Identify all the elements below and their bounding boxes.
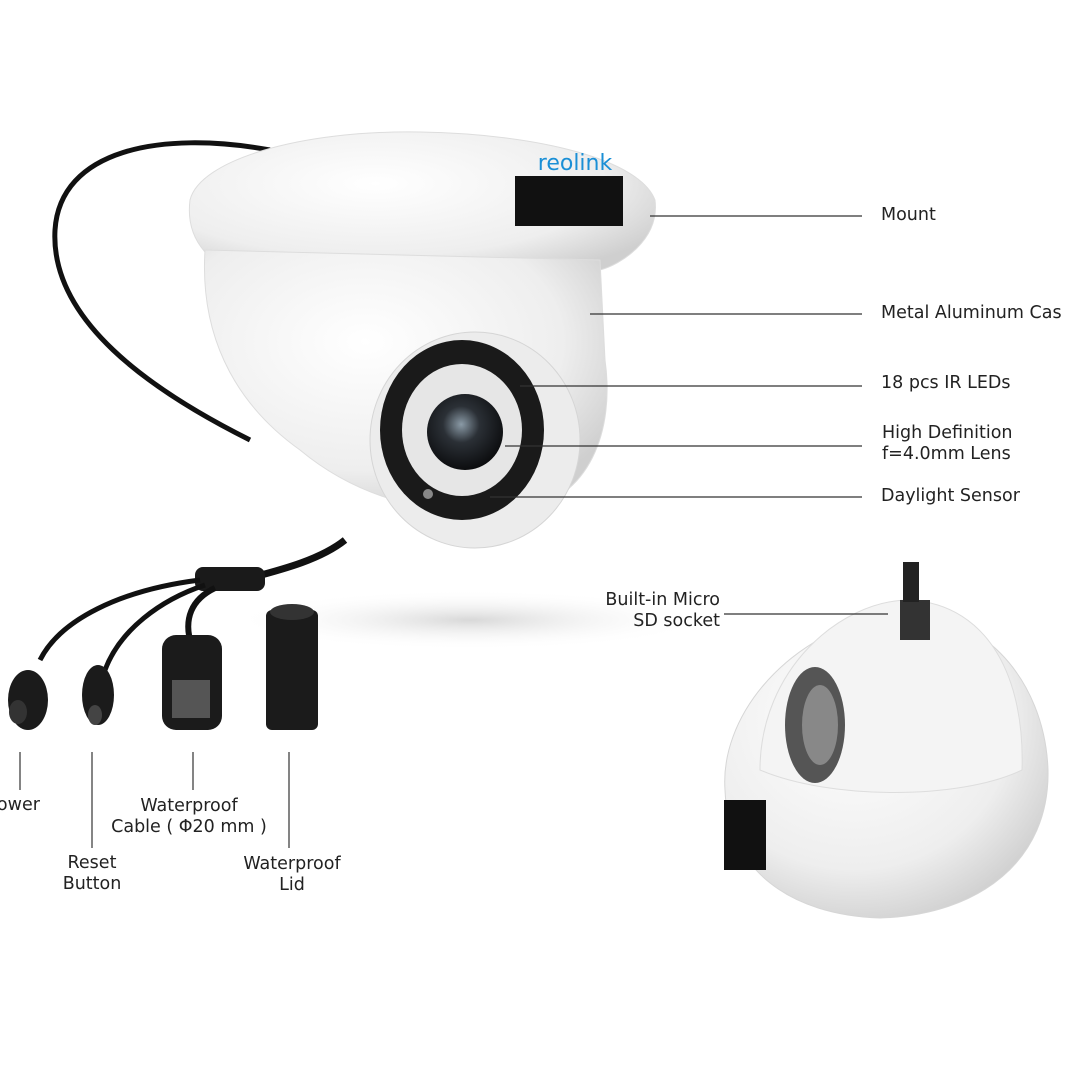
reset-button-connector <box>82 665 114 725</box>
label-sd-line2: SD socket <box>633 611 720 631</box>
leader-lines <box>19 215 888 848</box>
label-cable-line1: Waterproof <box>140 796 238 816</box>
label-casing: Metal Aluminum Cas <box>881 303 1062 323</box>
label-reset-button: Reset Button <box>42 853 142 895</box>
network-connector <box>162 635 222 730</box>
label-reset-line2: Button <box>62 874 122 894</box>
label-lens: High Definition f=4.0mm Lens <box>882 423 1013 465</box>
power-connector <box>8 670 48 730</box>
waterproof-lid <box>266 604 318 730</box>
label-lid-line2: Lid <box>279 875 305 895</box>
label-power: Power <box>0 795 40 815</box>
label-waterproof-cable: Waterproof Cable ( Φ20 mm ) <box>89 796 289 838</box>
bracket <box>724 800 766 870</box>
secondary-camera <box>724 562 1049 919</box>
label-lens-line2: f=4.0mm Lens <box>882 444 1011 464</box>
label-waterproof-lid: Waterproof Lid <box>232 854 352 896</box>
label-lens-line1: High Definition <box>882 423 1013 443</box>
main-camera: reolink <box>8 131 710 730</box>
label-daylight-sensor: Daylight Sensor <box>881 486 1020 506</box>
label-sd-line1: Built-in Micro <box>605 590 720 610</box>
label-reset-line1: Reset <box>67 853 117 873</box>
cable <box>52 140 271 443</box>
label-lid-line1: Waterproof <box>243 854 341 874</box>
mount-bracket <box>515 176 623 226</box>
brand-logo: reolink <box>538 151 613 176</box>
lens <box>427 394 503 470</box>
label-mount: Mount <box>881 205 936 225</box>
micro-sd-card <box>903 562 919 602</box>
sd-socket <box>900 600 930 640</box>
daylight-sensor <box>423 489 433 499</box>
label-sd-socket: Built-in Micro SD socket <box>605 590 720 632</box>
label-ir-leds: 18 pcs IR LEDs <box>881 373 1011 393</box>
label-cable-line2: Cable ( Φ20 mm ) <box>111 817 267 837</box>
